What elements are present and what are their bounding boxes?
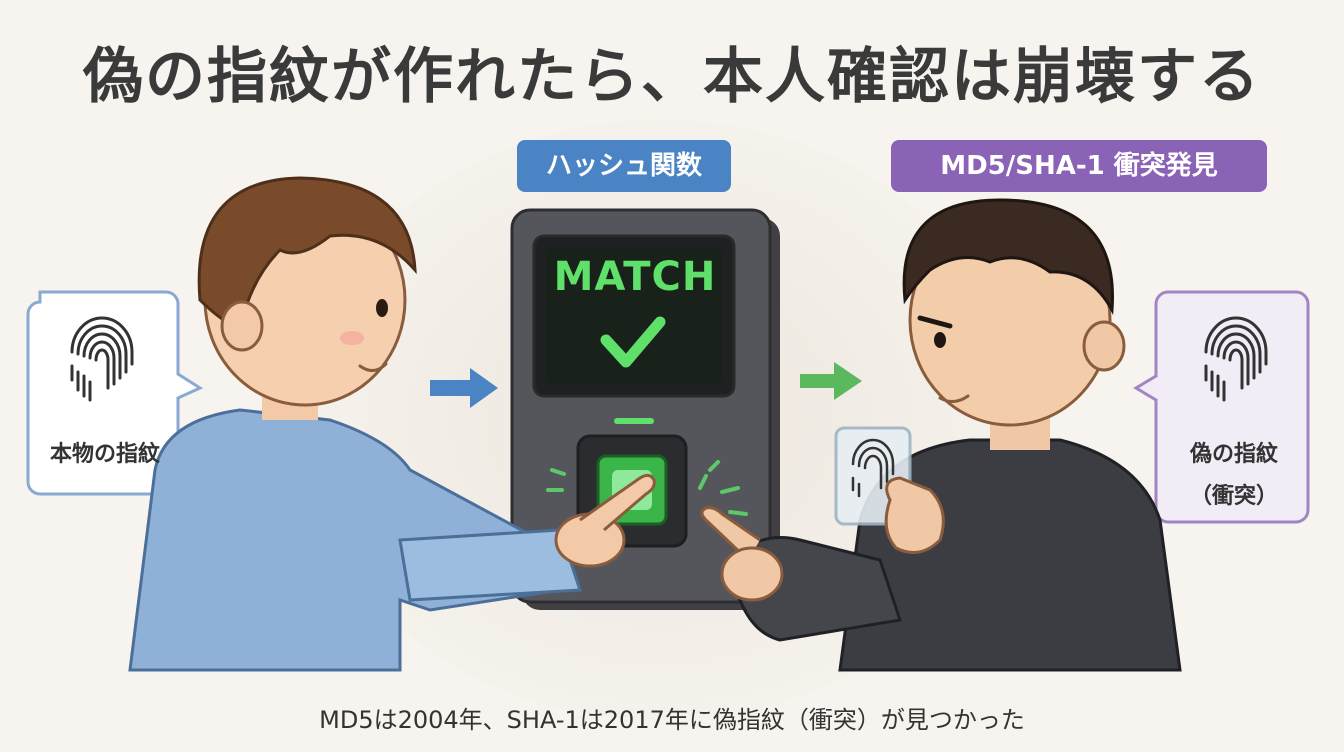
match-screen-text: MATCH — [553, 254, 717, 300]
arrow-right-icon — [430, 368, 498, 408]
fingerprint-icon — [70, 316, 134, 402]
caption: MD5は2004年、SHA-1は2017年に偽指紋（衝突）が見つかった — [319, 706, 1025, 734]
fingerprint-icon — [1204, 316, 1268, 402]
fake-fingerprint-label: 偽の指紋 — [1189, 442, 1278, 467]
collision-label: （衝突） — [1189, 484, 1278, 509]
check-icon — [600, 316, 666, 368]
arrow-right-icon — [800, 362, 862, 400]
genuine-user-person — [128, 176, 656, 672]
page-title: 偽の指紋が作れたら、本人確認は崩壊する — [83, 42, 1261, 112]
real-fingerprint-label: 本物の指紋 — [49, 442, 160, 467]
fingerprint-icon — [851, 438, 895, 498]
attacker-person — [700, 198, 1182, 672]
scan-sparkles — [546, 460, 748, 516]
collision-found-tag: MD5/SHA-1 衝突発見 — [891, 140, 1267, 192]
hash-function-tag: ハッシュ関数 — [517, 140, 731, 192]
